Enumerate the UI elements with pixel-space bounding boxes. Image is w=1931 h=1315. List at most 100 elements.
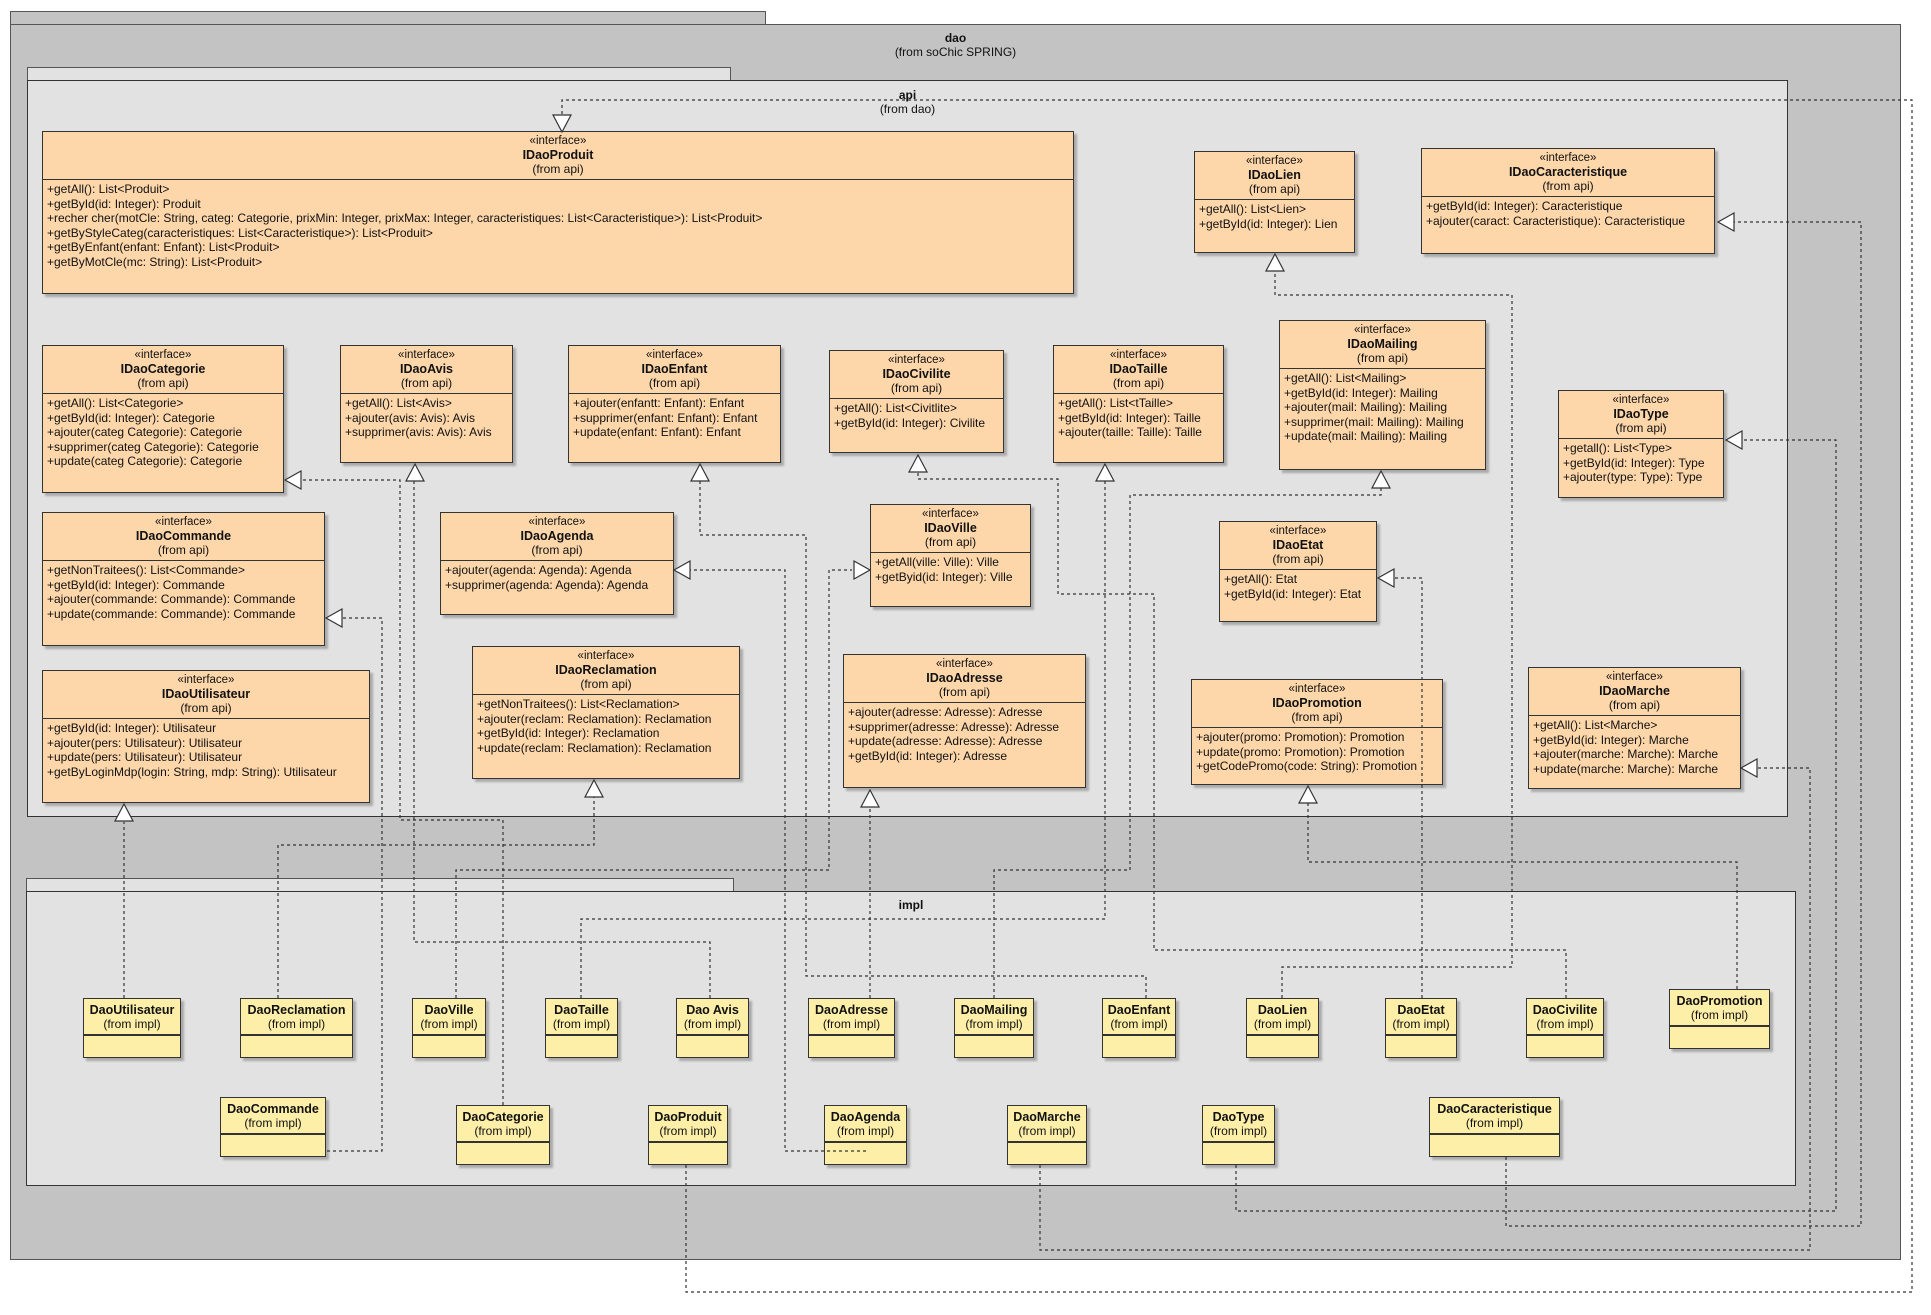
realization-arrowhead — [1265, 252, 1285, 272]
class-daocivilite[interactable]: DaoCivilite(from impl) — [1526, 998, 1604, 1058]
class-name: DaoPromotion — [1676, 994, 1763, 1008]
realization-edge — [1505, 221, 1862, 1227]
interface-idaotaille[interactable]: «interface»IDaoTaille(from api) +getAll(… — [1053, 345, 1224, 463]
api-package-name: api — [898, 88, 917, 102]
interface-idaoenfant[interactable]: «interface»IDaoEnfant(from api) +ajouter… — [568, 345, 781, 463]
operations: +getAll(): Etat+getById(id: Integer): Et… — [1220, 570, 1376, 603]
interface-idaolien[interactable]: «interface»IDaoLien(from api) +getAll():… — [1194, 151, 1355, 253]
operation: +getById(id: Integer): Type — [1563, 455, 1705, 470]
class-name: DaoEtat — [1397, 1003, 1445, 1017]
operation: +getCodePromo(code: String): Promotion — [1196, 759, 1418, 774]
interface-idaocategorie[interactable]: «interface»IDaoCategorie(from api) +getA… — [42, 345, 284, 493]
interface-idaocaracteristique[interactable]: «interface»IDaoCaracteristique(from api)… — [1421, 148, 1715, 254]
class-daoproduit[interactable]: DaoProduit(from impl) — [648, 1105, 728, 1165]
interface-idaotype[interactable]: «interface»IDaoType(from api) +getall():… — [1558, 390, 1724, 498]
class-origin: (from impl) — [1253, 1017, 1312, 1031]
class-daoenfant[interactable]: DaoEnfant(from impl) — [1102, 998, 1176, 1058]
class-daoagenda[interactable]: DaoAgenda(from impl) — [824, 1105, 907, 1165]
realization-edge — [407, 479, 711, 998]
realization-arrowhead — [1716, 211, 1735, 233]
class-daomarche[interactable]: DaoMarche(from impl) — [1007, 1105, 1087, 1165]
operations: +ajouter(adresse: Adresse): Adresse+supp… — [844, 703, 1085, 765]
class-origin: (from impl) — [267, 1017, 326, 1031]
interface-idaoutilisateur[interactable]: «interface»IDaoUtilisateur(from api) +ge… — [42, 670, 370, 803]
operation: +update(reclam: Reclamation): Reclamatio… — [477, 740, 712, 755]
realization-edge — [561, 99, 1913, 1293]
operation: +getById(id: Integer): Reclamation — [477, 726, 660, 741]
class-name: IDaoAgenda — [520, 529, 594, 543]
interface-idaoavis[interactable]: «interface»IDaoAvis(from api) +getAll():… — [340, 345, 513, 463]
operations: +getById(id: Integer): Utilisateur+ajout… — [43, 719, 369, 781]
operation: +getById(id: Integer): Categorie — [47, 410, 215, 425]
class-daolien[interactable]: DaoLien(from impl) — [1246, 998, 1319, 1058]
class-daoville[interactable]: DaoVille(from impl) — [412, 998, 486, 1058]
class-name: DaoType — [1212, 1110, 1265, 1124]
interface-idaocivilite[interactable]: «interface»IDaoCivilite(from api) +getAl… — [829, 350, 1004, 453]
operation: +getById(id: Integer): Lien — [1199, 216, 1338, 231]
interface-idaoetat[interactable]: «interface»IDaoEtat(from api) +getAll():… — [1219, 521, 1377, 622]
interface-idaoadresse[interactable]: «interface»IDaoAdresse(from api) +ajoute… — [843, 654, 1086, 788]
class-name: IDaoLien — [1248, 168, 1301, 182]
realization-arrowhead — [1095, 462, 1115, 482]
class-daotype[interactable]: DaoType(from impl) — [1202, 1105, 1275, 1165]
class-daopromotion[interactable]: DaoPromotion(from impl) — [1669, 989, 1770, 1049]
class-origin: (from api) — [938, 685, 991, 699]
impl-package-name: impl — [898, 898, 924, 912]
operation: +supprimer(avis: Avis): Avis — [345, 425, 492, 440]
class-origin: (from impl) — [836, 1124, 895, 1138]
class-daoreclamation[interactable]: DaoReclamation(from impl) — [240, 998, 353, 1058]
class-daoadresse[interactable]: DaoAdresse(from impl) — [808, 998, 895, 1058]
interface-idaomailing[interactable]: «interface»IDaoMailing(from api) +getAll… — [1279, 320, 1486, 470]
interface-idaopromotion[interactable]: «interface»IDaoPromotion(from api) +ajou… — [1191, 679, 1443, 785]
operations: +getAll(): List<Categorie>+getById(id: I… — [43, 394, 283, 471]
class-name: DaoReclamation — [247, 1003, 346, 1017]
operation: +update(promo: Promotion): Promotion — [1196, 744, 1405, 759]
operation: +update(mail: Mailing): Mailing — [1284, 429, 1448, 444]
operation: +getAll(): List<Avis> — [345, 396, 452, 410]
stereotype-label: «interface» — [528, 516, 586, 528]
interface-idaoagenda[interactable]: «interface»IDaoAgenda(from api) +ajouter… — [440, 512, 674, 615]
operation: +getAll(): List<Marche> — [1533, 718, 1658, 732]
class-origin: (from api) — [157, 543, 210, 557]
realization-edge — [1039, 767, 1811, 1251]
realization-arrowhead — [860, 788, 880, 808]
class-daotaille[interactable]: DaoTaille(from impl) — [545, 998, 618, 1058]
interface-idaoproduit[interactable]: «interface»IDaoProduit(from api) +getAll… — [42, 131, 1074, 294]
operation: +getAll(): List<Lien> — [1199, 202, 1307, 216]
class-name: IDaoCivilite — [882, 367, 951, 381]
realization-arrowhead — [1724, 429, 1743, 451]
stereotype-label: «interface» — [936, 658, 993, 670]
interface-idaomarche[interactable]: «interface»IDaoMarche(from api) +getAll(… — [1528, 667, 1741, 789]
stereotype-label: «interface» — [155, 516, 212, 528]
operation: +ajouter(type: Type): Type — [1563, 470, 1703, 485]
class-origin: (from api) — [531, 543, 583, 557]
class-daocategorie[interactable]: DaoCategorie(from impl) — [456, 1105, 550, 1165]
class-name: IDaoCommande — [135, 529, 232, 543]
realization-edge — [993, 485, 1382, 998]
class-name: DaoVille — [424, 1003, 474, 1017]
operation: +ajouter(taille: Taille): Taille — [1058, 425, 1202, 440]
class-name: IDaoPromotion — [1272, 696, 1362, 710]
class-daocommande[interactable]: DaoCommande(from impl) — [220, 1097, 326, 1157]
interface-idaoreclamation[interactable]: «interface»IDaoReclamation(from api) +ge… — [472, 646, 740, 779]
realization-arrowhead — [672, 559, 691, 581]
operation: +getById(id: Integer): Produit — [47, 196, 201, 211]
class-name: IDaoCategorie — [120, 362, 206, 376]
class-daocaracteristique[interactable]: DaoCaracteristique(from impl) — [1429, 1097, 1560, 1157]
class-daoetat[interactable]: DaoEtat(from impl) — [1385, 998, 1457, 1058]
class-name: DaoCategorie — [462, 1110, 544, 1124]
class-origin: (from impl) — [1690, 1008, 1749, 1022]
operation: +getById(id: Integer): Adresse — [848, 748, 1008, 763]
class-name: DaoUtilisateur — [89, 1003, 175, 1017]
interface-idaoville[interactable]: «interface»IDaoVille(from api) +getAll(v… — [870, 504, 1031, 607]
stereotype-label: «interface» — [177, 674, 235, 686]
class-origin: (from api) — [1112, 376, 1165, 390]
stereotype-label: «interface» — [577, 650, 635, 662]
class-daoutilisateur[interactable]: DaoUtilisateur(from impl) — [83, 998, 181, 1058]
realization-arrowhead — [584, 778, 604, 798]
interface-idaocommande[interactable]: «interface»IDaoCommande(from api) +getNo… — [42, 512, 325, 646]
class-name: DaoLien — [1257, 1003, 1308, 1017]
realization-edge — [699, 475, 1147, 998]
class-daoavis[interactable]: Dao Avis(from impl) — [676, 998, 749, 1058]
class-daomailing[interactable]: DaoMailing(from impl) — [954, 998, 1034, 1058]
